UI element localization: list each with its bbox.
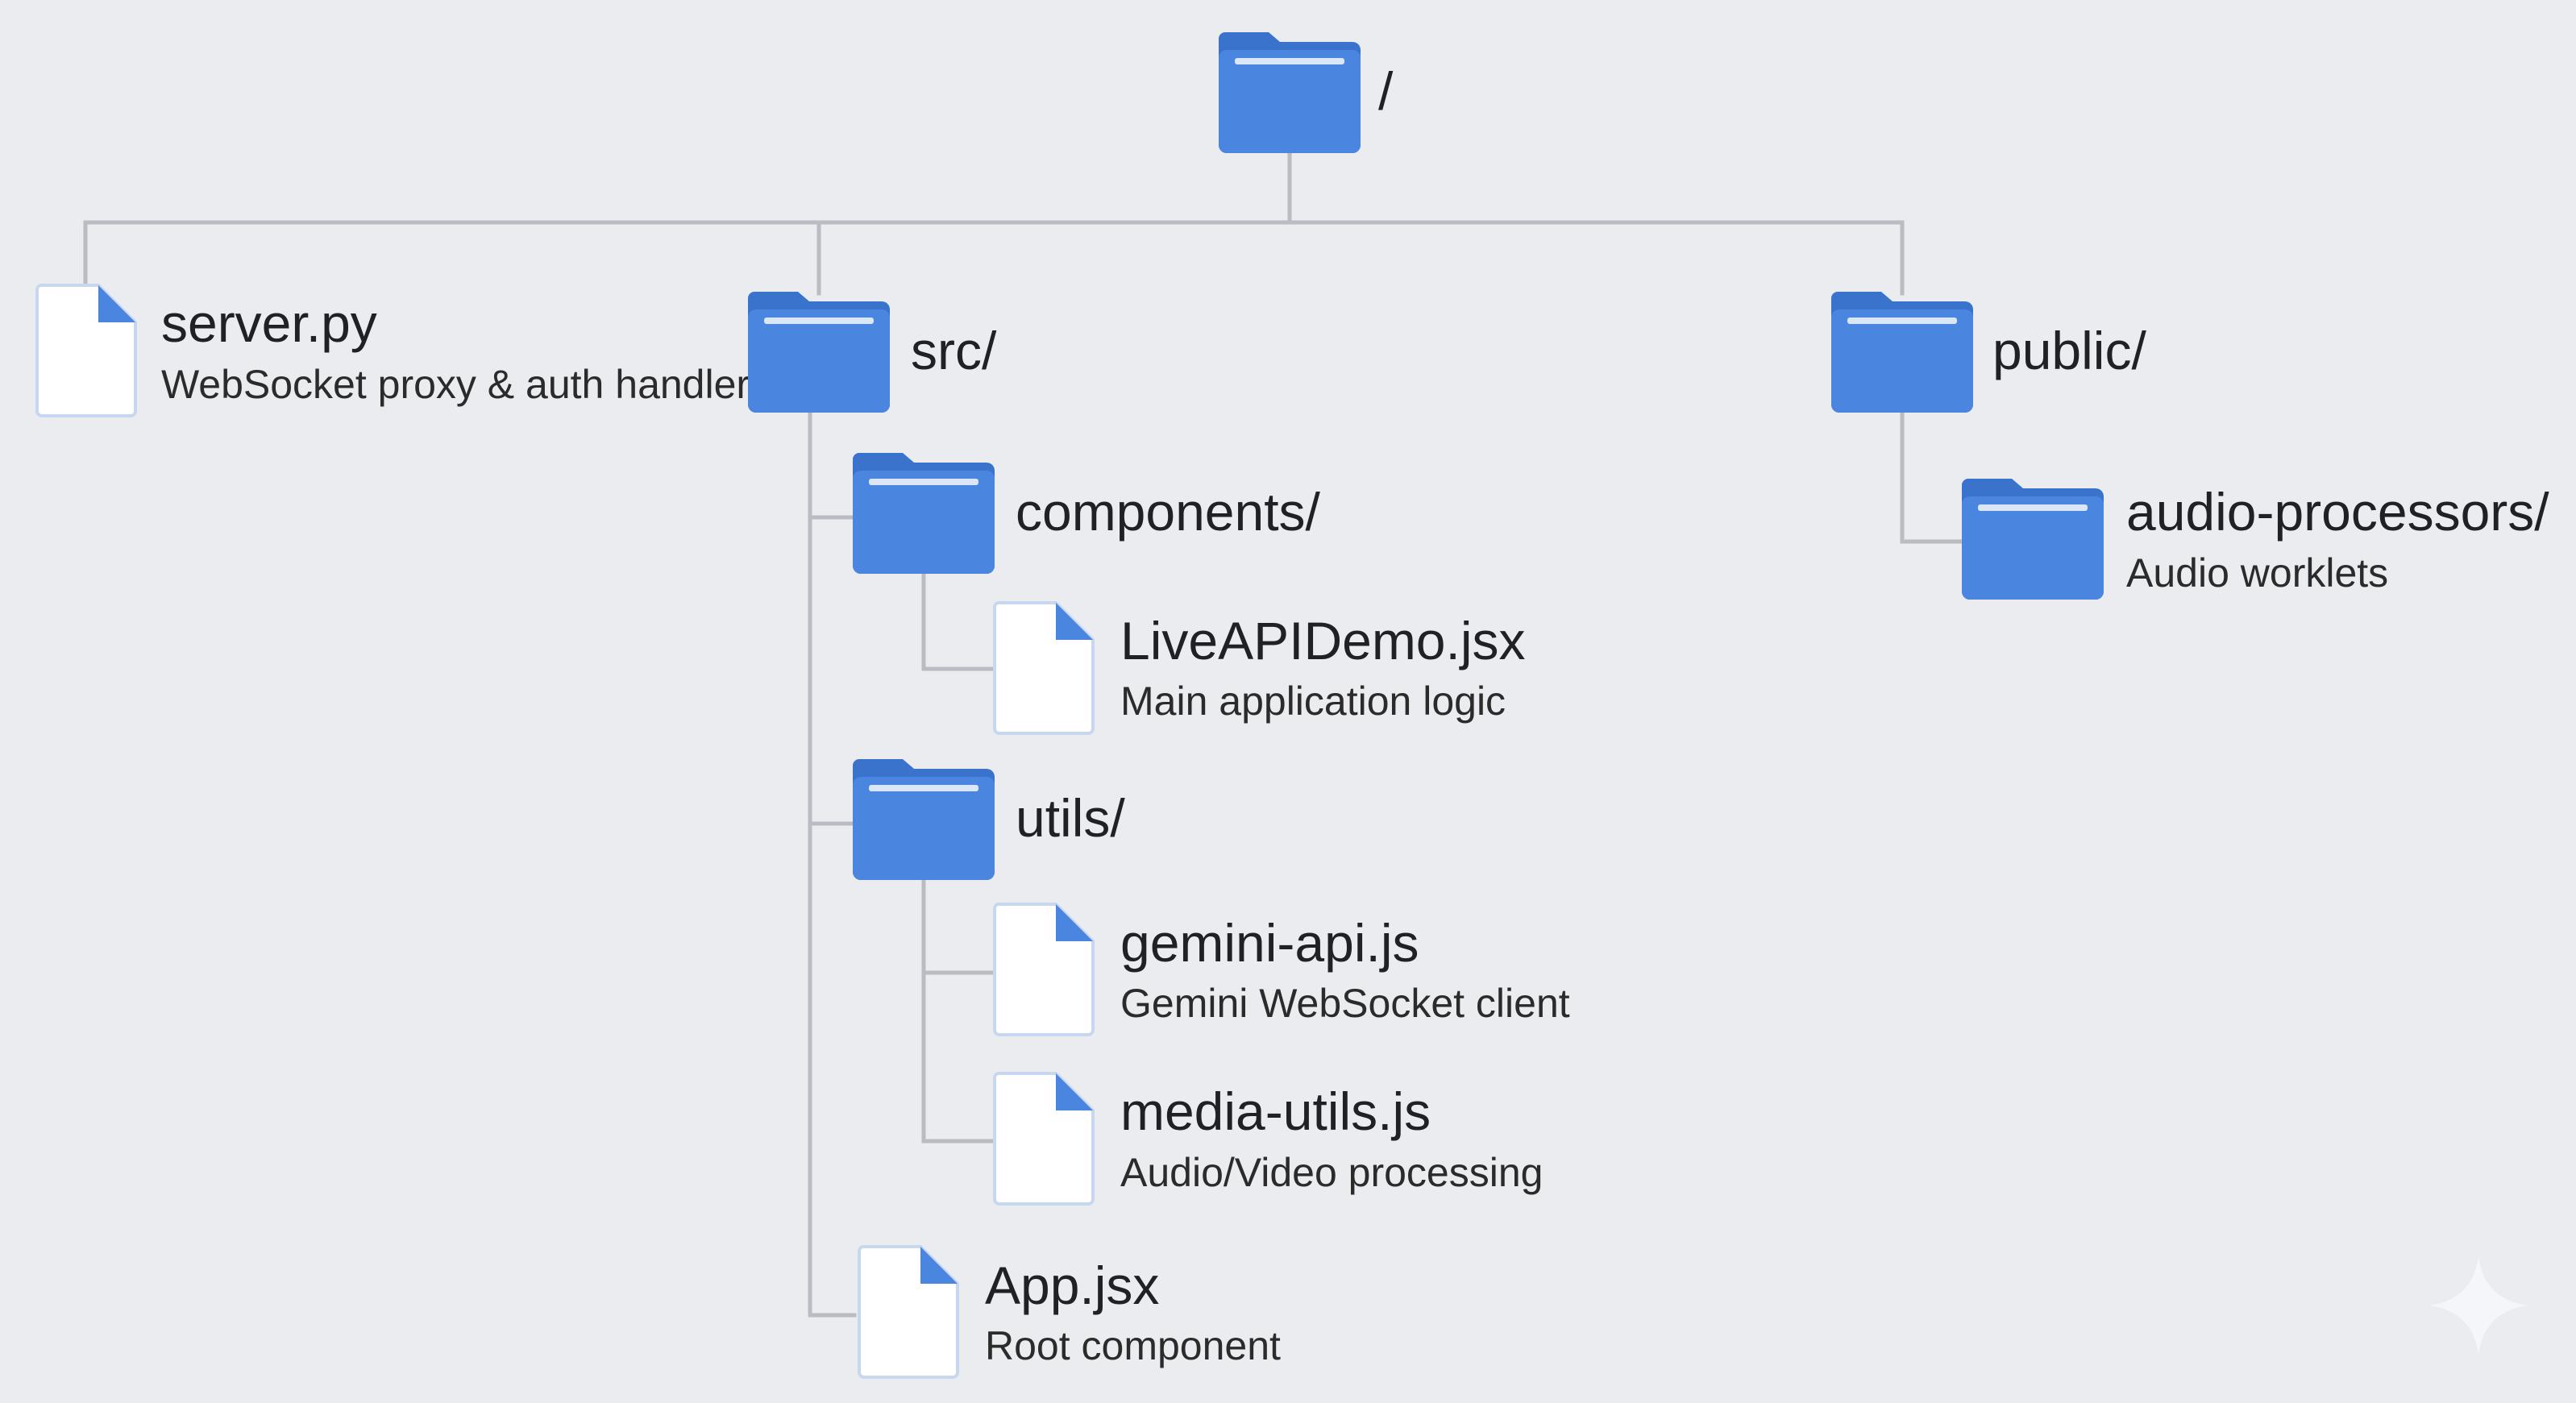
file-icon [993, 601, 1095, 735]
node-description: Root component [985, 1323, 1281, 1368]
sparkle-icon [2429, 1256, 2528, 1355]
node-name: utils/ [1016, 788, 1125, 848]
node-name: gemini-api.js [1120, 913, 1419, 973]
file-icon [35, 284, 137, 417]
folder-icon [853, 453, 995, 574]
folder-icon [1962, 479, 2104, 600]
node-name: media-utils.js [1120, 1081, 1431, 1141]
node-description: Audio/Video processing [1120, 1150, 1544, 1195]
node-description: WebSocket proxy & auth handler [161, 362, 750, 407]
file-icon [993, 903, 1095, 1036]
node-name: App.jsx [985, 1256, 1160, 1315]
connector-components-trunk [921, 568, 997, 671]
node-name: / [1378, 61, 1394, 121]
node-name: server.py [161, 293, 377, 353]
node-description: Audio worklets [2126, 550, 2389, 596]
folder-icon [1219, 32, 1361, 153]
node-name: audio-processors/ [2126, 482, 2549, 542]
file-icon [858, 1245, 959, 1379]
connector-public-trunk [1900, 409, 1964, 544]
node-name: public/ [1992, 321, 2146, 380]
node-description: Gemini WebSocket client [1120, 981, 1570, 1026]
file-icon [993, 1072, 1095, 1206]
node-description: Main application logic [1120, 679, 1506, 724]
node-name: components/ [1016, 482, 1320, 542]
folder-icon [748, 292, 890, 413]
node-name: src/ [911, 321, 997, 380]
node-name: LiveAPIDemo.jsx [1120, 611, 1526, 670]
folder-icon [1831, 292, 1973, 413]
folder-icon [853, 759, 995, 880]
